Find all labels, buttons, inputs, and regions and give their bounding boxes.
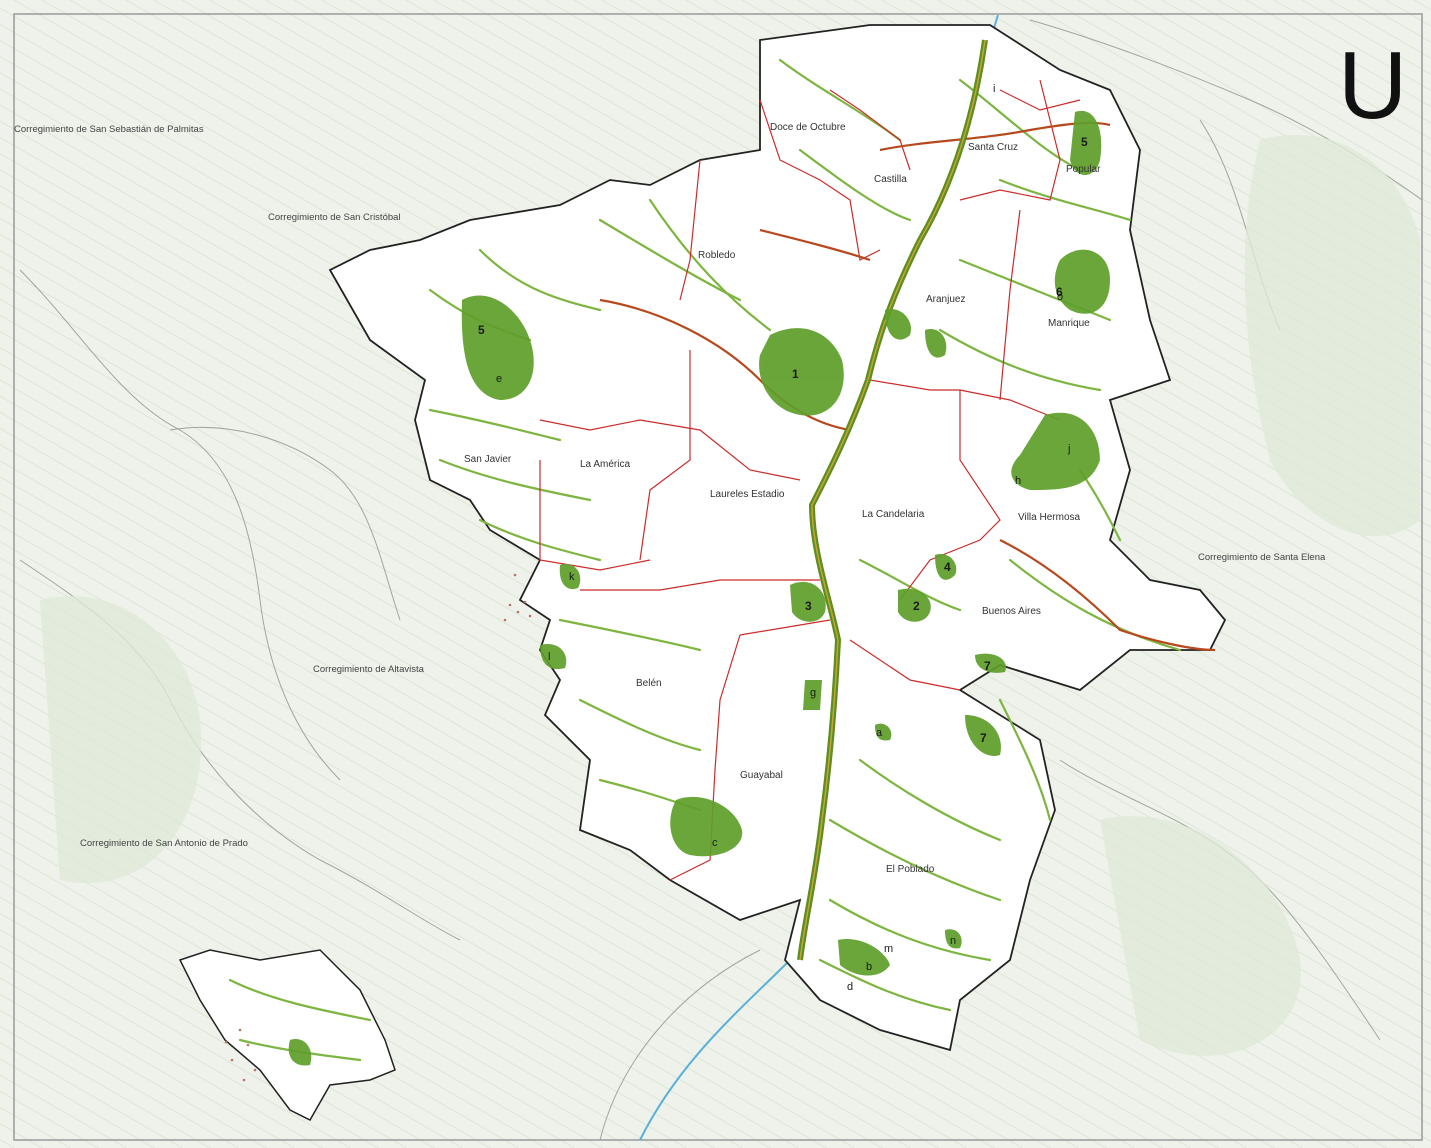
zone-number-4: 4 xyxy=(944,560,951,574)
zone-letter-a: a xyxy=(876,727,883,739)
map-frame xyxy=(13,13,1423,1141)
neighbor-label-san-cristobal: Corregimiento de San Cristóbal xyxy=(268,212,401,223)
zone-number-5-north: 5 xyxy=(1081,135,1088,149)
neighborhood-label-buenos-aires: Buenos Aires xyxy=(982,606,1041,617)
neighborhood-label-el-poblado: El Poblado xyxy=(886,864,935,875)
zone-number-6: 6 xyxy=(1056,285,1063,299)
neighbor-label-san-antonio: Corregimiento de San Antonio de Prado xyxy=(80,838,248,849)
zone-letter-group: a b c d e g h i j k l m n o xyxy=(496,83,1070,993)
zone-letter-o: o xyxy=(1057,291,1063,303)
arterial-roads xyxy=(599,121,1216,652)
neighborhood-label-robledo: Robledo xyxy=(698,250,736,261)
zone-letter-k: k xyxy=(569,571,575,583)
neighbor-label-group: Corregimiento de San Sebastián de Palmit… xyxy=(14,124,1326,849)
commune-boundaries xyxy=(539,79,1081,881)
neighborhood-label-group: Doce de Octubre Santa Cruz Popular Casti… xyxy=(464,122,1101,875)
neighborhood-label-la-america: La América xyxy=(580,459,630,470)
neighborhood-label-belen: Belén xyxy=(636,678,662,689)
zone-letter-c: c xyxy=(712,837,718,849)
corner-glyph: U xyxy=(1338,32,1407,139)
zone-letter-b: b xyxy=(866,961,872,973)
neighborhood-label-aranjuez: Aranjuez xyxy=(926,294,965,305)
neighborhood-label-popular: Popular xyxy=(1066,164,1101,175)
settlement-dots xyxy=(224,573,532,1082)
zone-number-group: 1 2 3 4 5 5 6 7 7 xyxy=(478,135,1088,745)
zone-number-2: 2 xyxy=(913,599,920,613)
zone-letter-n: n xyxy=(950,935,956,947)
zone-letter-j: j xyxy=(1067,443,1070,455)
river-corridor-center xyxy=(799,39,986,961)
neighborhood-label-villa-hermosa: Villa Hermosa xyxy=(1018,512,1080,523)
neighborhood-label-la-candelaria: La Candelaria xyxy=(862,509,925,520)
zone-letter-m: m xyxy=(884,943,893,955)
neighborhood-label-laureles-estadio: Laureles Estadio xyxy=(710,489,785,500)
zone-number-7-lower: 7 xyxy=(980,731,987,745)
neighborhood-label-santa-cruz: Santa Cruz xyxy=(968,142,1018,153)
urban-area xyxy=(328,24,1227,1052)
zone-letter-i: i xyxy=(993,83,995,95)
neighborhood-label-manrique: Manrique xyxy=(1048,318,1090,329)
relief-patches xyxy=(40,134,1420,1056)
zone-letter-e: e xyxy=(496,373,502,385)
zone-number-1: 1 xyxy=(792,367,799,381)
neighborhood-label-castilla: Castilla xyxy=(874,174,907,185)
zone-number-7-upper: 7 xyxy=(984,659,991,673)
zone-letter-l: l xyxy=(548,651,550,663)
neighbor-label-palmitas: Corregimiento de San Sebastián de Palmit… xyxy=(14,124,204,135)
neighborhood-label-guayabal: Guayabal xyxy=(740,770,783,781)
neighborhood-label-san-javier: San Javier xyxy=(464,454,512,465)
green-zones xyxy=(288,110,1110,1066)
neighbor-label-altavista: Corregimiento de Altavista xyxy=(313,664,425,675)
zone-letter-h: h xyxy=(1015,475,1021,487)
zone-number-5-west: 5 xyxy=(478,323,485,337)
neighborhood-label-doce-de-octubre: Doce de Octubre xyxy=(770,122,846,133)
southern-exclave xyxy=(178,949,396,1121)
zone-letter-d: d xyxy=(847,981,853,993)
neighbor-label-santa-elena: Corregimiento de Santa Elena xyxy=(1198,552,1326,563)
zone-number-3: 3 xyxy=(805,599,812,613)
zone-letter-g: g xyxy=(810,687,816,699)
